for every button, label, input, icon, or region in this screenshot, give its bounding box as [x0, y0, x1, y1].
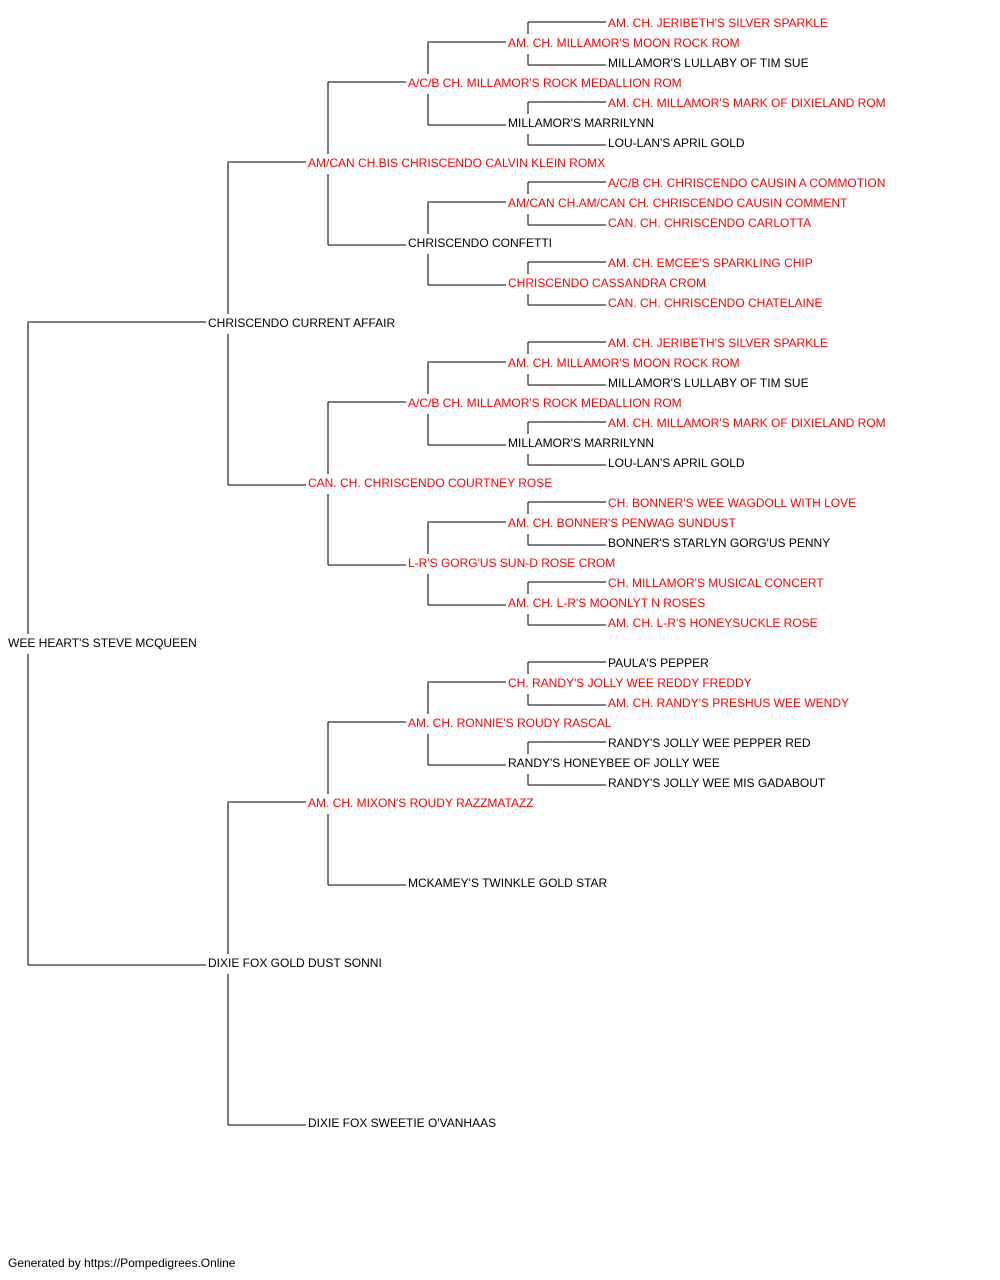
dog-name-gen5: LOU-LAN'S APRIL GOLD [608, 136, 745, 150]
dog-name-gen1: CHRISCENDO CURRENT AFFAIR [208, 316, 395, 330]
dog-name-gen4: AM. CH. L-R'S MOONLYT N ROSES [508, 596, 705, 610]
dog-name-gen3: CHRISCENDO CONFETTI [408, 236, 552, 250]
footer-credit: Generated by https://Pompedigrees.Online [8, 1256, 236, 1270]
dog-name-gen3: A/C/B CH. MILLAMOR'S ROCK MEDALLION ROM [408, 396, 682, 410]
dog-name-gen4: CH. RANDY'S JOLLY WEE REDDY FREDDY [508, 676, 752, 690]
dog-name-gen4: AM. CH. MILLAMOR'S MOON ROCK ROM [508, 36, 740, 50]
dog-name-gen5: A/C/B CH. CHRISCENDO CAUSIN A COMMOTION [608, 176, 885, 190]
dog-name-gen5: AM. CH. EMCEE'S SPARKLING CHIP [608, 256, 813, 270]
dog-name-gen1: DIXIE FOX GOLD DUST SONNI [208, 956, 382, 970]
dog-name-gen5: CAN. CH. CHRISCENDO CHATELAINE [608, 296, 822, 310]
dog-name-gen5: CAN. CH. CHRISCENDO CARLOTTA [608, 216, 811, 230]
dog-name-gen5: CH. MILLAMOR'S MUSICAL CONCERT [608, 576, 824, 590]
dog-name-gen3: AM. CH. RONNIE'S ROUDY RASCAL [408, 716, 612, 730]
dog-name-gen3: MCKAMEY'S TWINKLE GOLD STAR [408, 876, 608, 890]
dog-name-gen4: AM. CH. MILLAMOR'S MOON ROCK ROM [508, 356, 740, 370]
dog-name-gen4: MILLAMOR'S MARRILYNN [508, 116, 654, 130]
dog-name-gen5: CH. BONNER'S WEE WAGDOLL WITH LOVE [608, 496, 856, 510]
dog-name-gen5: AM. CH. MILLAMOR'S MARK OF DIXIELAND ROM [608, 416, 886, 430]
dog-name-gen5: MILLAMOR'S LULLABY OF TIM SUE [608, 376, 809, 390]
dog-name-gen5: AM. CH. MILLAMOR'S MARK OF DIXIELAND ROM [608, 96, 886, 110]
dog-name-gen5: LOU-LAN'S APRIL GOLD [608, 456, 745, 470]
dog-name-gen4: AM. CH. BONNER'S PENWAG SUNDUST [508, 516, 737, 530]
dog-name-gen4: AM/CAN CH.AM/CAN CH. CHRISCENDO CAUSIN C… [508, 196, 848, 210]
dog-name-gen5: MILLAMOR'S LULLABY OF TIM SUE [608, 56, 809, 70]
dog-name-gen3: A/C/B CH. MILLAMOR'S ROCK MEDALLION ROM [408, 76, 682, 90]
dog-name-gen3: L-R'S GORG'US SUN-D ROSE CROM [408, 556, 615, 570]
dog-name-gen4: CHRISCENDO CASSANDRA CROM [508, 276, 706, 290]
dog-name-gen2: AM. CH. MIXON'S ROUDY RAZZMATAZZ [308, 796, 534, 810]
pedigree-connectors [27, 21, 606, 1126]
dog-name-gen5: AM. CH. RANDY'S PRESHUS WEE WENDY [608, 696, 849, 710]
dog-name-gen5: AM. CH. L-R'S HONEYSUCKLE ROSE [608, 616, 818, 630]
dog-name-gen4: MILLAMOR'S MARRILYNN [508, 436, 654, 450]
dog-name-gen2: AM/CAN CH.BIS CHRISCENDO CALVIN KLEIN RO… [308, 156, 605, 170]
dog-name-gen5: AM. CH. JERIBETH'S SILVER SPARKLE [608, 336, 828, 350]
dog-name-gen5: PAULA'S PEPPER [608, 656, 709, 670]
dog-name-gen5: AM. CH. JERIBETH'S SILVER SPARKLE [608, 16, 828, 30]
dog-name-gen5: BONNER'S STARLYN GORG'US PENNY [608, 536, 830, 550]
pedigree-labels: WEE HEART'S STEVE MCQUEEN CHRISCENDO CURR… [8, 16, 886, 1130]
dog-name-gen2: CAN. CH. CHRISCENDO COURTNEY ROSE [308, 476, 552, 490]
dog-name-gen5: RANDY'S JOLLY WEE PEPPER RED [608, 736, 811, 750]
dog-name-gen0: WEE HEART'S STEVE MCQUEEN [8, 636, 197, 650]
pedigree-tree: WEE HEART'S STEVE MCQUEEN CHRISCENDO CURR… [8, 16, 886, 1130]
dog-name-gen2: DIXIE FOX SWEETIE O'VANHAAS [308, 1116, 496, 1130]
dog-name-gen5: RANDY'S JOLLY WEE MIS GADABOUT [608, 776, 826, 790]
dog-name-gen4: RANDY'S HONEYBEE OF JOLLY WEE [508, 756, 720, 770]
